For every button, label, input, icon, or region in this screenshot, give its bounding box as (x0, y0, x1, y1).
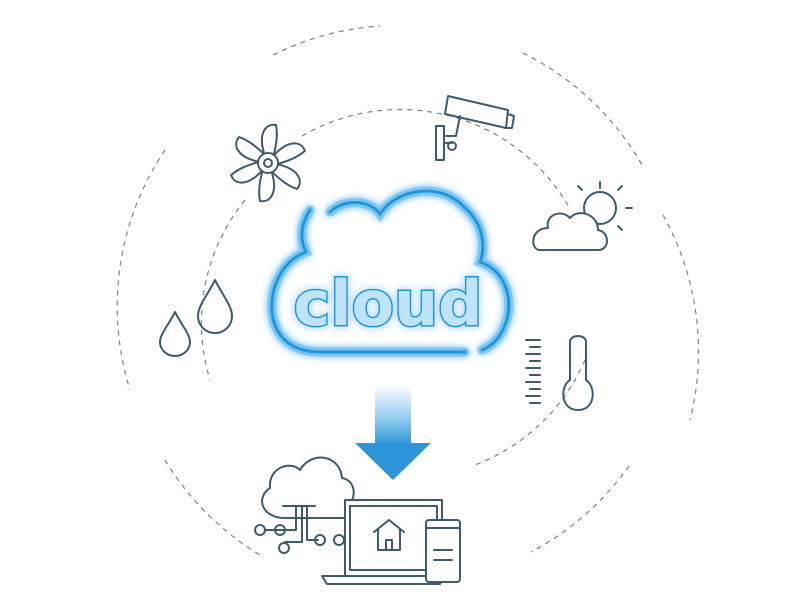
cloud-logo: cloud (267, 186, 514, 357)
thermometer-icon (525, 335, 594, 411)
cloud-title: cloud (293, 267, 482, 340)
sun-cloud-icon (532, 181, 633, 251)
smartphone-icon (425, 519, 461, 583)
fan-icon (229, 123, 307, 203)
water-drops-icon (159, 279, 233, 357)
down-arrow-icon (355, 385, 431, 480)
security-camera-icon (435, 95, 515, 161)
cloud-network-icon (254, 456, 355, 554)
dashed-orbits (116, 25, 700, 556)
